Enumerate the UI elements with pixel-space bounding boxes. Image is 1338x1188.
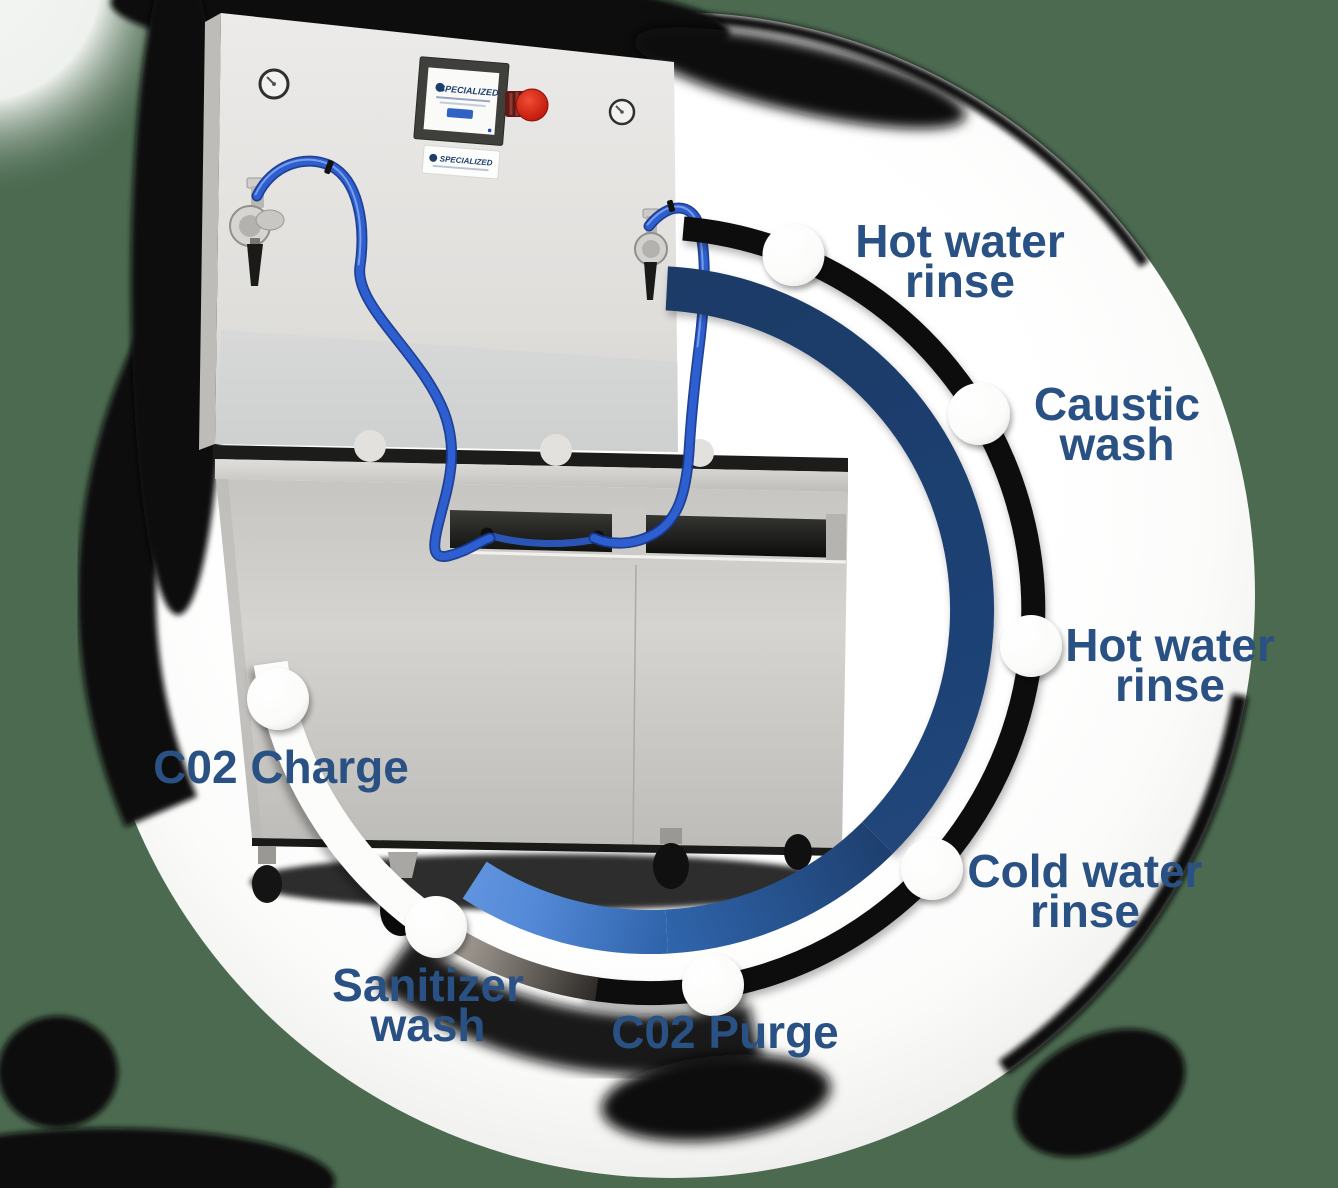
sticker-brand-text: SPECIALIZED bbox=[439, 154, 493, 167]
pressure-gauge-left bbox=[258, 68, 290, 100]
step-node-hot-water-rinse-2 bbox=[1000, 615, 1062, 677]
step-label-line: wash bbox=[1059, 418, 1175, 470]
panel-lower-haze bbox=[215, 330, 678, 452]
ring-inner-navy bbox=[665, 266, 995, 854]
shadow-blobs bbox=[0, 0, 1249, 1188]
step-label-cold-water-rinse: Cold water rinse bbox=[967, 848, 1202, 934]
step-label-c02-charge: C02 Charge bbox=[153, 744, 409, 790]
tap-right-handle bbox=[644, 262, 657, 300]
touchscreen-button bbox=[446, 108, 474, 119]
brand-sticker: SPECIALIZED bbox=[421, 144, 501, 180]
ring-inner-mid bbox=[665, 821, 894, 954]
machine-back-panel bbox=[215, 13, 678, 452]
hose-left bbox=[251, 155, 496, 562]
hose-cable-tie bbox=[324, 159, 334, 175]
step-node-c02-charge bbox=[247, 668, 309, 730]
step-label-line: Hot water bbox=[855, 215, 1065, 267]
tap-left bbox=[229, 177, 285, 286]
step-label-line: C02 Charge bbox=[153, 741, 409, 793]
step-label-hot-water-rinse-1: Hot water rinse bbox=[855, 218, 1065, 304]
keg-washer-machine: SPECIALIZED SPECIALIZED bbox=[199, 13, 848, 936]
step-label-hot-water-rinse-2: Hot water rinse bbox=[1065, 622, 1275, 708]
step-label-line: rinse bbox=[1030, 885, 1140, 937]
step-label-sanitizer-wash: Sanitizer wash bbox=[332, 962, 524, 1048]
step-label-line: rinse bbox=[1115, 659, 1225, 711]
step-label-c02-purge: C02 Purge bbox=[611, 1009, 839, 1055]
touchscreen-brand-text: SPECIALIZED bbox=[439, 83, 500, 98]
step-node-c02-purge bbox=[682, 954, 744, 1016]
step-label-line: rinse bbox=[905, 255, 1015, 307]
hose-cable-tie bbox=[666, 199, 676, 213]
step-node-cold-water-rinse bbox=[901, 838, 963, 900]
step-label-line: C02 Purge bbox=[611, 1006, 839, 1058]
emergency-stop-button bbox=[505, 88, 549, 122]
brand-logo-icon bbox=[435, 82, 445, 92]
step-label-line: wash bbox=[370, 999, 486, 1051]
step-nodes bbox=[247, 224, 1062, 1016]
tap-left-handle bbox=[247, 244, 263, 286]
ring-inner-blue bbox=[462, 861, 668, 955]
step-node-caustic-wash bbox=[948, 383, 1010, 445]
step-node-sanitizer-wash bbox=[405, 896, 467, 958]
pressure-gauge-right bbox=[608, 98, 636, 126]
step-label-line: Sanitizer bbox=[332, 959, 524, 1011]
step-label-caustic-wash: Caustic wash bbox=[1034, 381, 1200, 467]
step-label-line: Cold water bbox=[967, 845, 1203, 897]
step-label-line: Caustic bbox=[1033, 378, 1201, 430]
machine-panel-left-edge bbox=[199, 13, 221, 450]
step-node-hot-water-rinse-1 bbox=[762, 224, 825, 286]
step-label-line: Hot water bbox=[1065, 619, 1275, 671]
touchscreen-panel: SPECIALIZED bbox=[413, 56, 510, 146]
